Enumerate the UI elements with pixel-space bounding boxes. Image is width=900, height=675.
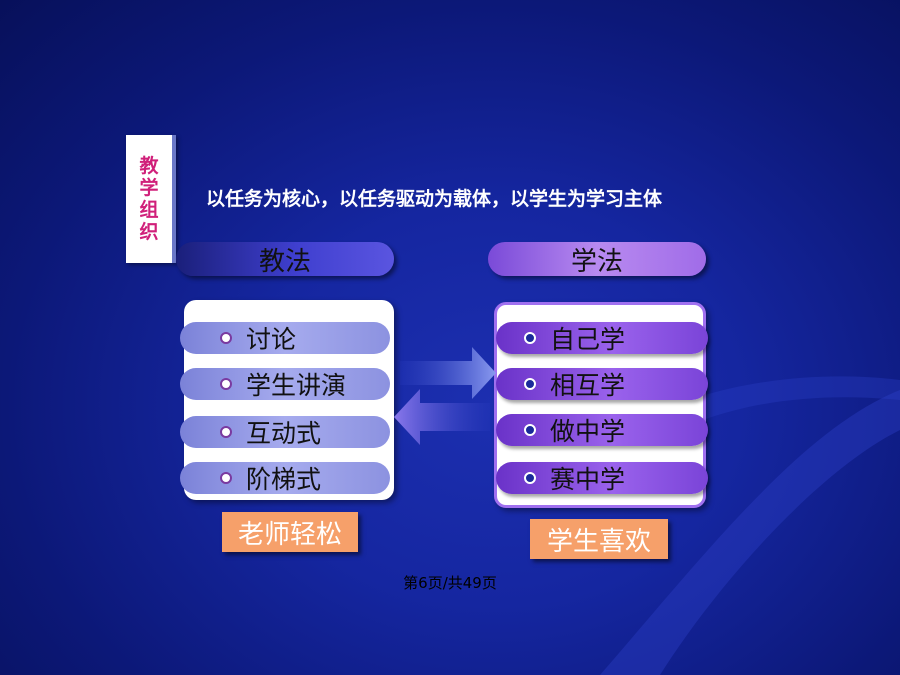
bullet-icon [220,426,232,438]
student-like-label: 学生喜欢 [530,519,668,559]
learning-item-label: 做中学 [550,417,626,446]
teaching-item: 互动式 [180,416,390,448]
learning-item: 赛中学 [496,462,708,494]
learning-item: 相互学 [496,368,708,400]
bullet-icon [524,424,536,436]
learning-item-label: 赛中学 [550,465,626,494]
vertical-title-char: 教 [139,155,159,177]
vertical-title-char: 学 [139,177,159,199]
teaching-item: 阶梯式 [180,462,390,494]
learning-item-label: 相互学 [550,371,626,400]
teaching-item: 讨论 [180,322,390,354]
bullet-icon [220,378,232,390]
learning-item: 做中学 [496,414,708,446]
page-number: 第6页/共49页 [403,574,497,592]
learning-method-header: 学法 [488,242,706,277]
exchange-arrows-icon [394,347,496,445]
bullet-icon [524,378,536,390]
teaching-item-label: 学生讲演 [246,371,347,400]
vertical-title-char: 组 [139,199,159,221]
teaching-item-label: 讨论 [246,325,297,354]
bullet-icon [220,332,232,344]
teacher-easy-label: 老师轻松 [222,512,358,552]
bullet-icon [524,332,536,344]
teaching-item: 学生讲演 [180,368,390,400]
bullet-icon [524,472,536,484]
teaching-method-header: 教法 [176,242,394,277]
vertical-title: 教 学 组 织 [126,135,176,263]
bullet-icon [220,472,232,484]
vertical-title-char: 织 [139,221,159,243]
learning-item: 自己学 [496,322,708,354]
teaching-item-label: 互动式 [246,419,322,448]
learning-item-label: 自己学 [550,325,626,354]
teaching-item-label: 阶梯式 [246,465,322,494]
slide-subtitle: 以任务为核心，以任务驱动为载体，以学生为学习主体 [206,188,663,210]
